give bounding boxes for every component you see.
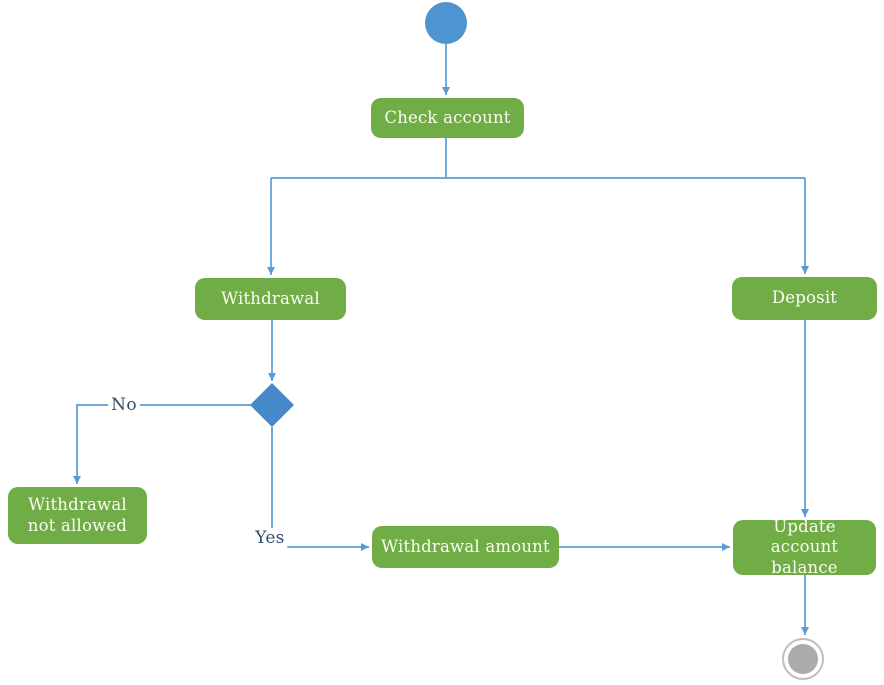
decision-diamond[interactable] bbox=[250, 383, 294, 427]
node-update-account-balance[interactable]: Update account balance bbox=[733, 517, 876, 577]
node-withdrawal-label: Withdrawal bbox=[221, 288, 320, 308]
node-update-account-balance-label: Update account balance bbox=[770, 516, 839, 577]
node-check-account-label: Check account bbox=[384, 107, 511, 127]
node-withdrawal-not-allowed[interactable]: Withdrawal not allowed bbox=[8, 487, 147, 544]
end-node-inner-circle bbox=[788, 644, 818, 674]
node-deposit-label: Deposit bbox=[771, 288, 838, 308]
node-deposit[interactable]: Deposit bbox=[732, 277, 877, 320]
node-withdrawal[interactable]: Withdrawal bbox=[195, 278, 346, 320]
node-withdrawal-amount[interactable]: Withdrawal amount bbox=[372, 526, 559, 568]
end-node[interactable] bbox=[782, 638, 824, 680]
start-node[interactable] bbox=[425, 2, 467, 44]
node-withdrawal-amount-label: Withdrawal amount bbox=[381, 536, 550, 556]
node-withdrawal-not-allowed-label: Withdrawal not allowed bbox=[27, 494, 128, 535]
node-check-account[interactable]: Check account bbox=[371, 98, 524, 138]
edge-label-no: No bbox=[108, 395, 140, 415]
edge-decision-no-to-withdrawal-not-allowed bbox=[73, 404, 251, 484]
edge-label-yes: Yes bbox=[252, 528, 288, 548]
